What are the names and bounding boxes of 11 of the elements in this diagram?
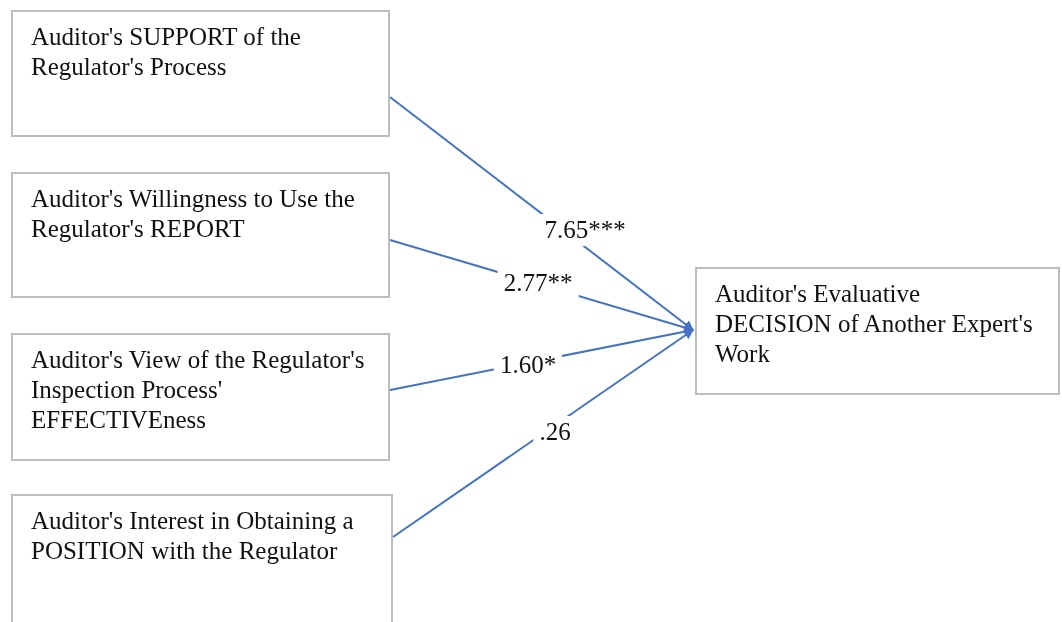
variable-label: Auditor's Interest in Obtaining a POSITION with the Regulator <box>31 506 355 566</box>
variable-label: Auditor's Evaluative DECISION of Another Expert's Work <box>715 279 1034 369</box>
variable-box <box>11 333 390 461</box>
variable-box <box>11 10 390 137</box>
arrow <box>392 329 694 538</box>
variable-label: Auditor's Willingness to Use the Regulator's REPORT <box>31 184 356 244</box>
variable-label: Auditor's View of the Regulator's Inspection Process' EFFECTIVEness <box>31 345 366 435</box>
variable-box <box>11 494 393 622</box>
variable-label: Auditor's SUPPORT of the Regulator's Process <box>31 22 302 82</box>
variable-box <box>695 267 1060 395</box>
variable-box <box>11 172 390 298</box>
